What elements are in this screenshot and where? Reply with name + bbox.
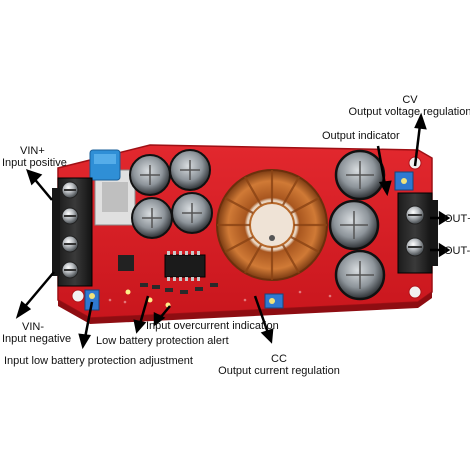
- cv-label: CV: [402, 94, 418, 106]
- low-battery-adjustment-label: Input low battery protection adjustment: [4, 355, 193, 367]
- fuse: [89, 149, 121, 181]
- cv-desc: Output voltage regulation: [348, 106, 470, 118]
- output-terminal-block: [397, 192, 438, 274]
- cc-desc: Output current regulation: [218, 365, 340, 377]
- vin-plus-label: VIN+: [20, 145, 45, 157]
- low-battery-alert-label: Low battery protection alert: [96, 335, 229, 347]
- out-plus-label: OUT+: [444, 213, 470, 225]
- output-indicator-label: Output indicator: [322, 130, 400, 142]
- input-capacitors: [129, 149, 213, 239]
- control-circuit: [118, 251, 218, 308]
- input-terminal-block: [52, 177, 93, 287]
- trimmer-potentiometers: [84, 171, 414, 311]
- vin-minus-label: VIN-: [22, 321, 44, 333]
- toroidal-inductor: [216, 169, 328, 281]
- overcurrent-indication-label: Input overcurrent indication: [146, 320, 279, 332]
- vin-minus-desc: Input negative: [2, 333, 72, 345]
- cc-label: CC: [271, 353, 287, 365]
- out-minus-label: OUT-: [444, 245, 470, 257]
- output-capacitors: [328, 149, 386, 301]
- vin-plus-desc: Input positive: [2, 157, 67, 169]
- annotation-arrows: [15, 112, 451, 350]
